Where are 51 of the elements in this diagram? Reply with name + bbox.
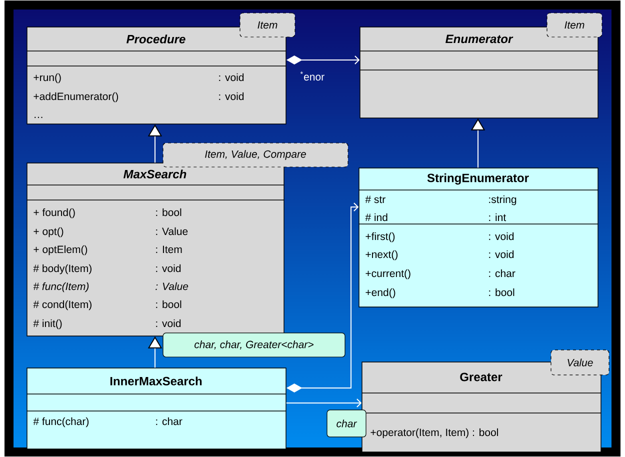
type-text: : bool: [156, 300, 182, 308]
type-text: : void: [489, 250, 514, 258]
member-text: + found(): [34, 208, 75, 218]
type-text: : void: [156, 264, 181, 272]
class-name: Greater: [460, 372, 502, 382]
member-text: +current(): [366, 269, 410, 280]
binding-box: char: [326, 410, 366, 438]
class-name: StringEnumerator: [427, 173, 529, 185]
type-text: : bool: [156, 208, 182, 216]
type-text: : void: [156, 319, 181, 328]
member-text: +first(): [366, 232, 395, 242]
member-text: # func(char): [33, 417, 89, 428]
member-text: # str: [365, 196, 386, 204]
class-box: [26, 368, 286, 450]
class-name: InnerMaxSearch: [110, 376, 202, 386]
type-text: :string: [489, 195, 516, 206]
type-text: : void: [219, 73, 244, 82]
member-text: # init(): [33, 319, 62, 330]
association-arrow: [286, 398, 362, 408]
edge-label: $^{*}$enor: [300, 71, 324, 81]
type-text: : char: [489, 269, 516, 278]
member-text: # ind: [365, 213, 388, 222]
class-box: [358, 168, 598, 308]
member-text: +run(): [34, 73, 61, 84]
class-box: [26, 162, 284, 336]
template-parameter-box: Item: [240, 12, 296, 38]
type-text: : Item: [156, 246, 182, 254]
class-name: Enumerator: [446, 34, 514, 44]
member-text: + optElem(): [34, 245, 88, 256]
type-text: : void: [219, 92, 244, 100]
member-text: # cond(Item): [33, 300, 92, 310]
member-text: + opt(): [34, 227, 64, 238]
class-name: Procedure: [126, 34, 186, 44]
type-text: : char: [156, 417, 182, 426]
member-text: …: [34, 116, 42, 118]
type-text: : void: [489, 232, 514, 240]
member-text: # func(Item): [33, 282, 89, 292]
type-text: : Value: [156, 282, 188, 290]
template-parameter-box: Value: [550, 350, 610, 376]
type-text: : Value: [156, 227, 188, 236]
class-name: MaxSearch: [124, 170, 186, 178]
member-text: +end(): [366, 288, 396, 298]
member-text: +addEnumerator(): [34, 92, 118, 102]
type-text: : bool: [489, 288, 514, 296]
binding-box: char, char, Greater<char>: [162, 332, 346, 358]
type-text: : int: [489, 213, 506, 222]
member-text: +operator(Item, Item) : bool: [370, 428, 498, 438]
template-parameter-box: Item, Value, Compare: [162, 142, 348, 168]
member-text: +next(): [366, 250, 398, 260]
member-text: # body(Item): [33, 264, 92, 274]
template-parameter-box: Item: [546, 12, 602, 38]
